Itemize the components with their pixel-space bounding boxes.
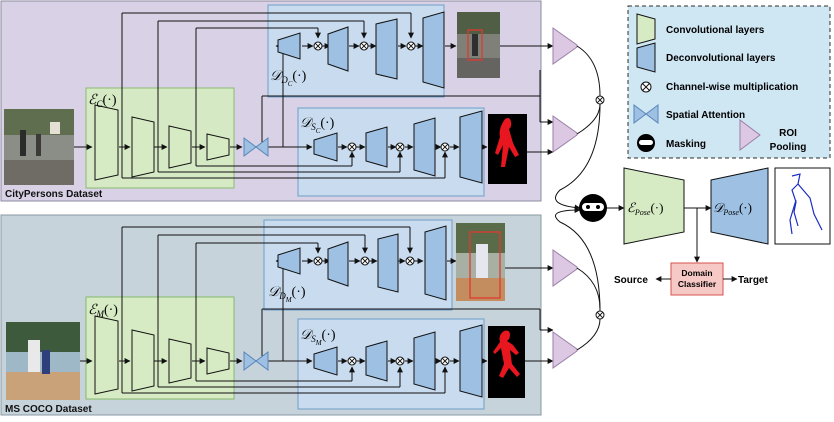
- pose-encoder-label: ℰPose(·): [627, 200, 663, 217]
- bottom-dataset-label: MS COCO Dataset: [5, 404, 92, 415]
- top-deconv-d-4: [422, 11, 445, 89]
- bottom-decoder-s-label: 𝒟SM(·): [300, 328, 336, 347]
- roi-pool-top-1: [552, 27, 578, 65]
- domain-classifier-line2: Classifier: [678, 279, 717, 289]
- roi-pool-bottom-2: [552, 331, 578, 369]
- legend-deconv-icon: [636, 42, 656, 73]
- legend-roi-line1: ROI: [779, 128, 797, 139]
- top-input-image: [4, 109, 74, 185]
- top-conv-layer-2: [131, 116, 155, 178]
- bottom-deconv-s-3: [413, 331, 436, 391]
- bottom-encoder-label: ℰM(·): [88, 303, 118, 319]
- top-spatial-attention: [243, 137, 257, 157]
- legend-roi-line2: Pooling: [770, 142, 807, 153]
- bottom-spatial-attention: [243, 351, 257, 371]
- top-deconv-d-1: [277, 32, 301, 60]
- top-decoder-d-label: 𝒟DC(·): [270, 69, 307, 88]
- bottom-deconv-s-2: [365, 340, 388, 382]
- bottom-input-image: [6, 322, 80, 400]
- pose-decoder-label: 𝒟Pose(·): [713, 200, 752, 217]
- top-deconv-s-2: [365, 126, 388, 168]
- domain-classifier-line1: Domain: [681, 268, 712, 278]
- top-deconv-s-4: [459, 110, 483, 184]
- legend-conv-label: Convolutional layers: [666, 25, 765, 36]
- bottom-conv-layer-2: [131, 329, 155, 392]
- top-conv-layer-1: [94, 104, 119, 181]
- legend-deconv-label: Deconvolutional layers: [666, 53, 776, 64]
- legend-mult-label: Channel-wise multiplication: [666, 82, 798, 93]
- legend-attention-icon: [633, 104, 659, 124]
- legend: Convolutional layers Deconvolutional lay…: [627, 5, 831, 159]
- bottom-mask-image: [488, 326, 525, 398]
- top-detection-image: [457, 12, 500, 78]
- bottom-deconv-s-1: [313, 346, 338, 376]
- top-deconv-d-2: [327, 26, 349, 72]
- top-conv-layer-4: [206, 133, 230, 161]
- masking-icon: [579, 194, 607, 222]
- top-deconv-s-3: [413, 117, 436, 177]
- legend-attention-label: Spatial Attention: [666, 110, 745, 121]
- bottom-conv-layer-4: [206, 347, 230, 375]
- bottom-deconv-d-1: [277, 247, 301, 275]
- bottom-deconv-s-4: [459, 324, 483, 398]
- pose-decoder: [710, 167, 769, 245]
- bottom-decoder-d-label: 𝒟DM(·): [268, 285, 306, 304]
- top-mask-image: [488, 114, 527, 184]
- bottom-deconv-d-4: [424, 225, 447, 301]
- source-label: Source: [614, 275, 648, 286]
- bottom-deconv-d-2: [327, 241, 349, 287]
- top-deconv-d-3: [375, 18, 398, 80]
- roi-pool-top-2: [552, 115, 578, 153]
- bottom-conv-layer-1: [94, 315, 119, 395]
- legend-conv-icon: [636, 13, 656, 45]
- bottom-spatial-attention-b: [255, 351, 269, 371]
- legend-roi-icon: [739, 119, 761, 151]
- top-conv-layer-3: [168, 125, 192, 169]
- pose-output-image: [774, 167, 831, 245]
- bottom-deconv-d-3: [377, 233, 399, 293]
- pose-encoder: [623, 167, 685, 245]
- roi-pooling-group: [552, 27, 578, 369]
- top-spatial-attention-b: [255, 137, 269, 157]
- legend-mult-icon: [640, 81, 652, 93]
- top-dataset-label: CityPersons Dataset: [5, 189, 103, 200]
- top-encoder-label: ℰC(·): [88, 93, 117, 109]
- bottom-detection-image: [456, 223, 505, 301]
- roi-pool-bottom-1: [552, 249, 578, 287]
- domain-classifier: [670, 262, 724, 296]
- top-deconv-s-1: [313, 132, 338, 162]
- legend-masking-label: Masking: [666, 139, 706, 150]
- bottom-conv-layer-3: [168, 338, 192, 384]
- target-label: Target: [738, 275, 768, 286]
- legend-masking-icon: [637, 134, 655, 152]
- top-decoder-s-label: 𝒟SC(·): [300, 116, 335, 135]
